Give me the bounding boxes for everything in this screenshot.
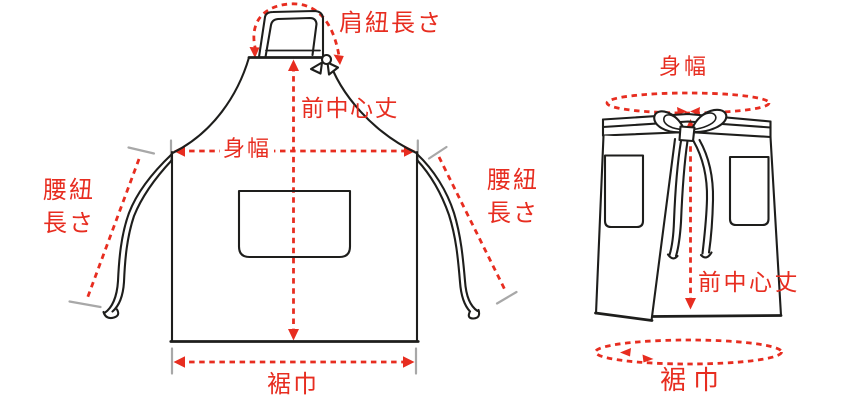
arrowhead xyxy=(249,47,260,58)
waistband-top-line xyxy=(601,112,772,123)
waist-strap-left-tick-bottom xyxy=(68,300,102,309)
arrowhead xyxy=(677,107,687,115)
bow-loop-right-inner xyxy=(692,112,717,131)
tie-string-right-line-b xyxy=(698,138,715,254)
waist-strap-right-tick-top xyxy=(427,145,448,160)
label-hem-width: 裾巾 xyxy=(267,370,319,398)
waistband-middle-line xyxy=(601,120,772,129)
arrowhead xyxy=(690,107,700,115)
strap-bow-knot xyxy=(320,53,333,66)
shoulder-curve-left xyxy=(171,56,251,155)
bow-knot xyxy=(678,125,696,143)
arrowhead xyxy=(288,329,299,341)
pocket-left xyxy=(603,154,645,229)
label-shoulder-strap-length: 肩紐長さ xyxy=(339,9,443,37)
center-pocket xyxy=(237,189,352,259)
hem-width-measure-ellipse xyxy=(594,338,783,366)
label-waist-apron-body-width: 身幅 xyxy=(659,55,710,80)
waist-tie-right-line-a xyxy=(415,152,479,313)
waist-tie-left-line-b xyxy=(111,158,174,313)
body-edge-right xyxy=(769,135,783,317)
waist-tie-left-line-a xyxy=(103,152,174,315)
strap-bow-tail-right xyxy=(326,61,340,76)
tie-string-left-line-a xyxy=(668,139,683,257)
body-width-measure-ellipse xyxy=(605,91,771,115)
waist-strap-right-measure-line xyxy=(437,156,507,292)
arrowhead xyxy=(620,348,631,357)
arrowhead xyxy=(403,356,415,368)
label-front-center-length: 前中心丈 xyxy=(301,96,399,122)
tie-string-right-tip xyxy=(699,251,713,259)
wrap-flap-bottom-edge xyxy=(594,311,654,322)
arrowhead xyxy=(333,54,344,65)
pocket-right xyxy=(728,155,770,227)
arrowhead xyxy=(685,298,696,310)
tie-string-right-line-a xyxy=(692,139,709,255)
measurement-ticks xyxy=(68,139,518,375)
label-body-width: 身幅 xyxy=(220,137,275,163)
waist-strap-left-tick-top xyxy=(127,146,156,155)
arrowhead xyxy=(642,354,654,363)
label-waist-strap-length-right: 腰紐 長さ xyxy=(487,166,539,227)
bow-loop-left-inner xyxy=(663,114,684,131)
waist-apron-outline xyxy=(594,108,783,322)
neck-strap-inner-line xyxy=(264,16,318,59)
waist-tie-left-tip xyxy=(102,308,120,320)
wrap-flap-edge-diagonal xyxy=(650,137,677,322)
arrowhead xyxy=(288,59,299,71)
front-apron-measurements xyxy=(85,2,507,368)
waist-tie-right-tip xyxy=(467,308,481,320)
bottom-hem-edge xyxy=(648,314,783,318)
waist-strap-right-tick-bottom xyxy=(495,290,518,305)
shoulder-strap-measure-arc xyxy=(252,2,341,60)
waist-tie-right-line-b xyxy=(415,158,472,313)
waist-strap-left-measure-line xyxy=(85,158,141,300)
label-waist-apron-front-center-length: 前中心丈 xyxy=(698,270,800,296)
tie-string-left-line-b xyxy=(674,139,689,258)
wrap-flap-edge-left xyxy=(594,134,605,315)
label-waist-strap-length-left: 腰紐 長さ xyxy=(43,176,95,237)
neck-strap-outer-line xyxy=(257,9,325,59)
arrowhead xyxy=(173,356,185,368)
tie-string-left-tip xyxy=(666,253,679,260)
label-waist-apron-hem-width: 裾巾 xyxy=(660,366,727,396)
front-apron-outline xyxy=(102,9,481,343)
strap-bow-tail-left xyxy=(309,61,324,75)
